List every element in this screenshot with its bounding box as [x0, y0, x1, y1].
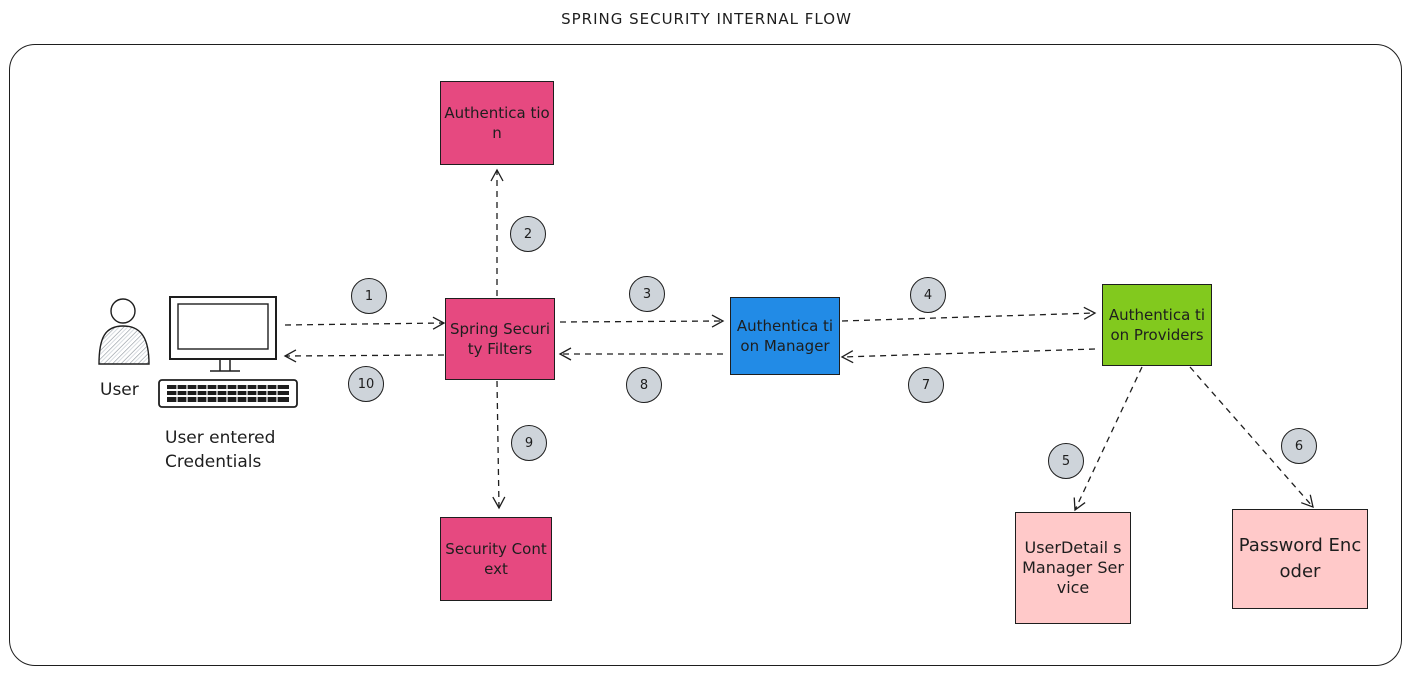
step-badge-1: 1 — [351, 278, 387, 314]
step-badge-5: 5 — [1048, 443, 1084, 479]
step-badge-10: 10 — [348, 366, 384, 402]
arrow-3 — [559, 314, 725, 328]
authentication-box[interactable]: Authentica tion — [440, 81, 554, 165]
user-icon — [98, 298, 150, 365]
step-badge-6: 6 — [1281, 428, 1317, 464]
step-badge-4: 4 — [910, 277, 946, 313]
arrow-9 — [492, 380, 506, 510]
user-label: User — [100, 380, 139, 400]
step-badge-9: 9 — [511, 425, 547, 461]
step-badge-7: 7 — [908, 367, 944, 403]
user-details-manager-service-box[interactable]: UserDetail s Manager Service — [1015, 512, 1131, 624]
step-badge-3: 3 — [629, 276, 665, 312]
arrow-7 — [840, 348, 1096, 364]
credentials-label: User entered Credentials — [165, 428, 276, 472]
arrow-4 — [841, 306, 1097, 322]
arrow-6 — [1189, 366, 1314, 509]
arrow-5 — [1073, 366, 1143, 512]
keyboard-icon — [158, 379, 298, 408]
arrow-1 — [284, 316, 446, 330]
authentication-manager-box[interactable]: Authentica tion Manager — [730, 297, 840, 375]
diagram-title: SPRING SECURITY INTERNAL FLOW — [561, 10, 852, 28]
diagram-frame — [9, 44, 1402, 666]
arrow-10 — [283, 349, 445, 363]
password-encoder-box[interactable]: Password Encoder — [1232, 509, 1368, 609]
step-badge-2: 2 — [510, 216, 546, 252]
step-badge-8: 8 — [626, 367, 662, 403]
computer-icon — [169, 296, 277, 372]
authentication-providers-box[interactable]: Authentica tion Providers — [1102, 284, 1212, 366]
security-context-box[interactable]: Security Context — [440, 517, 552, 601]
spring-security-filters-box[interactable]: Spring Security Filters — [445, 298, 555, 380]
